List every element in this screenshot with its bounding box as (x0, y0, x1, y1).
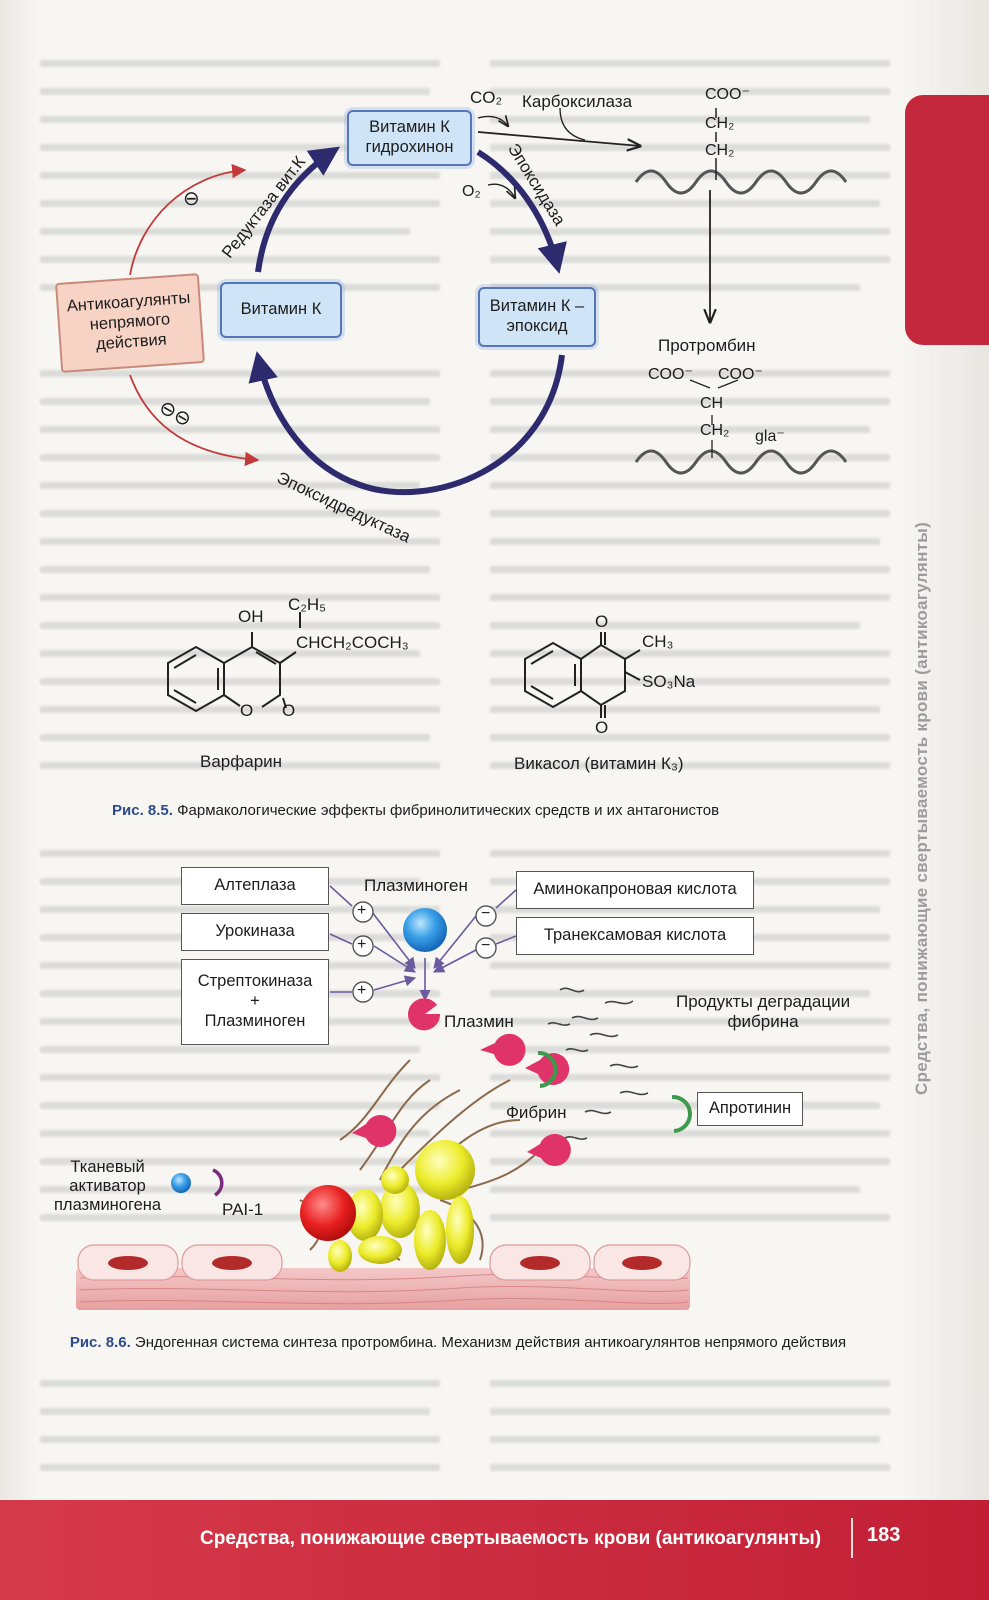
epoxide-reductase-arrow (248, 351, 565, 496)
warfarin-carbonyl-oxygen: O (282, 701, 296, 720)
coo-right-label: COO⁻ (718, 366, 763, 383)
vitamin-k-box: Витамин К (220, 282, 342, 338)
reductase-arrow (255, 146, 340, 273)
vikasol-structure (524, 632, 641, 718)
figure-8-6-text: Эндогенная система синтеза протромбина. … (134, 1334, 847, 1351)
pai-1-label: PAI-1 (222, 1200, 264, 1219)
plus-sign-streptokinase: + (357, 982, 367, 999)
warfarin-ring-oxygen: O (240, 701, 254, 720)
o2-label: O₂ (462, 183, 481, 200)
plasmin-label: Плазмин (444, 1012, 514, 1031)
inhibition-arrow-epoxide-reductase (129, 374, 260, 467)
gla-label: gla⁻ (755, 428, 785, 445)
warfarin-oh-label: OH (238, 607, 264, 626)
ch2-c-label: CH₂ (700, 422, 730, 439)
prothrombin-label: Протромбин (658, 336, 756, 355)
vikasol-so3na-label: SO₃Na (642, 672, 696, 691)
alteplase-box: Алтеплаза (181, 867, 329, 905)
coo-left-label: COO⁻ (648, 366, 693, 383)
warfarin-name: Варфарин (200, 752, 283, 771)
vikasol-name: Викасол (витамин К₃) (514, 754, 684, 773)
footer-separator (851, 1518, 853, 1558)
vitamin-k-epoxide-box: Витамин К – эпоксид (478, 287, 596, 347)
page-number: 183 (867, 1524, 901, 1546)
figure-8-6-caption: Рис. 8.6. Эндогенная система синтеза про… (58, 1332, 858, 1354)
tpa-label: Тканевый активатор плазминогена (54, 1158, 162, 1214)
plus-sign-urokinase: + (357, 936, 367, 953)
vikasol-ch3-label: CH₃ (642, 632, 674, 651)
carboxylase-label: Карбоксилаза (522, 92, 633, 111)
figure-8-5-number: Рис. 8.5. (112, 802, 173, 819)
carboxylation-arrow (477, 131, 640, 146)
warfarin-c2h5-label: C₂H₅ (288, 595, 327, 614)
plasminogen-sphere (403, 908, 447, 952)
figure-8-5-text: Фармакологические эффекты фибринолитичес… (177, 802, 720, 819)
chapter-side-tab (905, 95, 989, 345)
ch-label: CH (700, 395, 724, 412)
tranexamic-acid-box: Транексамовая кислота (516, 917, 754, 955)
figure-8-6-number: Рис. 8.6. (69, 1334, 131, 1351)
side-running-title: Средства, понижающие свертываемость кров… (912, 521, 931, 1095)
streptokinase-box: Стрептокиназа + Плазминоген (181, 959, 329, 1045)
peptide-chain-bottom (634, 449, 848, 475)
inhibition-arrow-reductase (129, 163, 247, 276)
plasminogen-label: Плазминоген (364, 876, 468, 895)
red-cell-sphere (300, 1185, 356, 1241)
co2-label: CO₂ (470, 88, 503, 107)
aprotinin-box: Апротинин (697, 1092, 803, 1126)
minus-sign-tranexamic: − (481, 937, 491, 954)
vikasol-bottom-oxygen: O (595, 718, 609, 737)
minus-sign-aminocaproic: − (481, 905, 491, 922)
fibrin-label: Фибрин (506, 1103, 567, 1122)
ch2-a-label: CH₂ (705, 115, 735, 132)
vikasol-top-oxygen: O (595, 612, 609, 631)
warfarin-structure (167, 612, 301, 713)
aminocaproic-acid-box: Аминокапроновая кислота (516, 871, 754, 909)
warfarin-chain-label: CHCH₂COCH₃ (296, 633, 409, 652)
coo-top-label: COO⁻ (705, 86, 750, 103)
epoxidase-arrow (476, 149, 567, 274)
urokinase-box: Урокиназа (181, 913, 329, 951)
plus-sign-alteplase: + (357, 902, 367, 919)
peptide-chain-top (634, 169, 848, 195)
footer-running-title: Средства, понижающие свертываемость кров… (200, 1528, 822, 1549)
figure-8-5-caption: Рис. 8.5. Фармакологические эффекты фибр… (112, 800, 872, 822)
fibrin-degradation-label: Продукты деградации фибрина (676, 992, 851, 1031)
minus-inhibition-single: ⊖ (183, 188, 200, 210)
ch2-b-label: CH₂ (705, 142, 735, 159)
vitamin-k-hydroquinone-box: Витамин К гидрохинон (347, 110, 472, 166)
page-footer (0, 1500, 989, 1600)
